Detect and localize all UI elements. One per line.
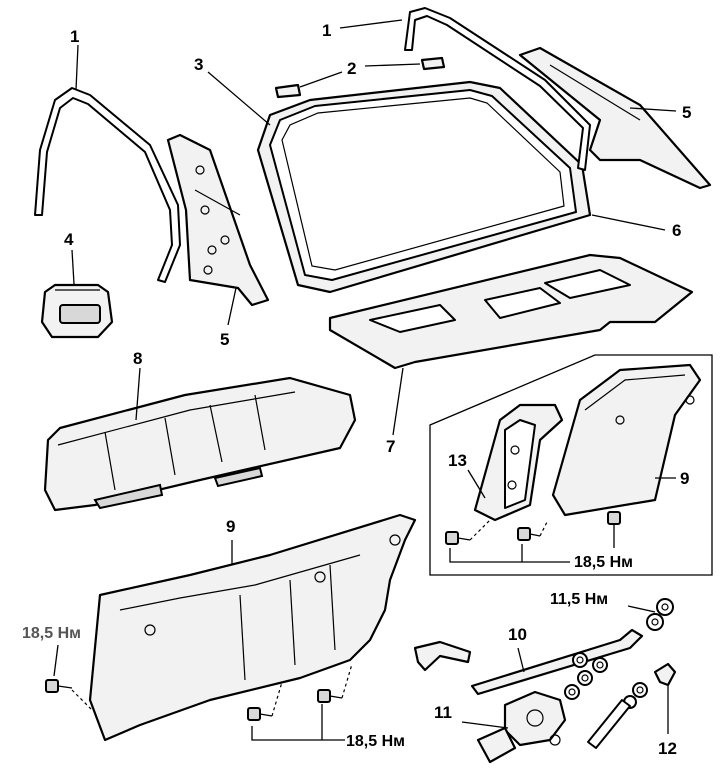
callout-4: 4: [64, 230, 74, 249]
bolt-icon: [445, 531, 471, 545]
torque-wiper-arm: 11,5 Нм: [550, 591, 608, 608]
callout-11: 11: [434, 703, 452, 722]
torque-seatback-bottom: 18,5 Нм: [346, 733, 405, 750]
nut-icon: [592, 657, 608, 673]
bolt-icon: [317, 689, 343, 703]
callout-10: 10: [508, 625, 527, 644]
callout-13: 13: [448, 451, 467, 470]
parcel-shelf: 7: [328, 253, 694, 456]
callout-1-left: 1: [70, 27, 79, 46]
callout-9-main: 9: [226, 517, 235, 536]
nut-icon: [632, 682, 648, 698]
nut-icon: [646, 613, 664, 631]
hinge-bracket: 13: [448, 403, 564, 522]
window-clips: 2: [274, 56, 446, 99]
washer-nozzle: 12: [587, 662, 677, 758]
seat-back: 9: [88, 513, 417, 742]
bolt-icon: [517, 527, 541, 541]
callout-9-inset: 9: [680, 469, 689, 488]
callout-12: 12: [658, 739, 677, 758]
wiper-arm: 10: [413, 625, 644, 696]
bolt-icon: [607, 511, 621, 535]
nut-icon: [572, 652, 588, 668]
quarter-trim: 5: [518, 46, 712, 190]
callout-1-top: 1: [322, 21, 331, 40]
left-window-seal: 1: [34, 27, 181, 283]
callout-7: 7: [386, 437, 395, 456]
rear-window: 3 6: [194, 55, 681, 294]
callout-5-right: 5: [682, 103, 691, 122]
pillar-trim: 5: [166, 133, 270, 349]
callout-6: 6: [672, 221, 681, 240]
seat-back-inset: 9: [551, 363, 702, 517]
seat-cushion: 8: [43, 349, 357, 512]
brake-light: 4: [40, 230, 114, 339]
callout-2: 2: [347, 59, 356, 78]
bolt-icon: [247, 707, 273, 721]
nut-icon: [656, 598, 674, 616]
callout-5-left: 5: [220, 330, 229, 349]
bolt-icon: [45, 679, 73, 693]
nut-icon: [577, 670, 593, 686]
inset-box: 13 9 18,5 Нм: [429, 354, 713, 576]
wiper-fasteners: 11,5 Нм: [550, 591, 674, 709]
nut-icon: [564, 684, 580, 700]
callout-3: 3: [194, 55, 203, 74]
top-window-seal: 1: [322, 7, 591, 171]
seatback-bolts: 18,5 Нм 18,5 Нм: [22, 625, 405, 750]
torque-inset-bolts: 18,5 Нм: [574, 554, 633, 571]
torque-seatback-left: 18,5 Нм: [22, 625, 81, 642]
wiper-motor: 11: [434, 690, 567, 764]
callout-8: 8: [133, 349, 142, 368]
